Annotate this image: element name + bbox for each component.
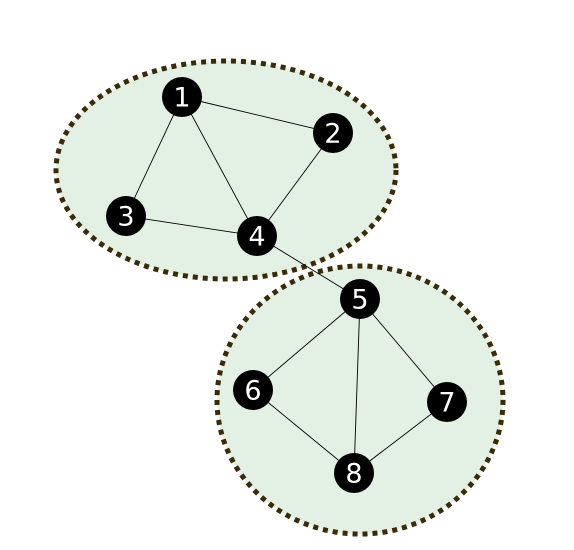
edge-5-6	[252, 298, 361, 391]
node-4: 4	[237, 216, 277, 256]
node-label: 3	[117, 202, 134, 233]
node-label: 2	[324, 119, 341, 150]
node-label: 1	[173, 83, 190, 114]
cluster-b	[214, 263, 506, 537]
edge-1-4	[181, 96, 258, 237]
node-label: 7	[438, 388, 455, 419]
edge-6-8	[252, 389, 355, 474]
node-circle	[233, 370, 273, 410]
edge-1-3	[125, 96, 183, 217]
edge-3-4	[125, 215, 258, 237]
edge-5-7	[359, 298, 448, 403]
node-7: 7	[427, 382, 467, 422]
cluster-layer	[53, 58, 506, 537]
node-6: 6	[233, 370, 273, 410]
node-layer: 1 2 3 4 5 6 7 8	[106, 77, 467, 493]
node-1: 1	[162, 77, 202, 117]
edge-5-8	[353, 298, 361, 474]
node-circle	[237, 216, 277, 256]
node-circle	[340, 279, 380, 319]
node-circle	[106, 196, 146, 236]
node-3: 3	[106, 196, 146, 236]
node-label: 8	[345, 459, 362, 490]
edge-4-5	[256, 235, 361, 300]
node-label: 6	[244, 376, 261, 407]
node-circle	[427, 382, 467, 422]
node-5: 5	[340, 279, 380, 319]
node-2: 2	[313, 113, 353, 153]
edge-2-4	[256, 132, 334, 237]
node-circle	[313, 113, 353, 153]
node-label: 4	[248, 222, 265, 253]
node-8: 8	[334, 453, 374, 493]
node-circle	[162, 77, 202, 117]
node-circle	[334, 453, 374, 493]
node-label: 5	[351, 285, 368, 316]
edge-1-2	[181, 96, 334, 134]
cluster-a	[53, 58, 399, 282]
